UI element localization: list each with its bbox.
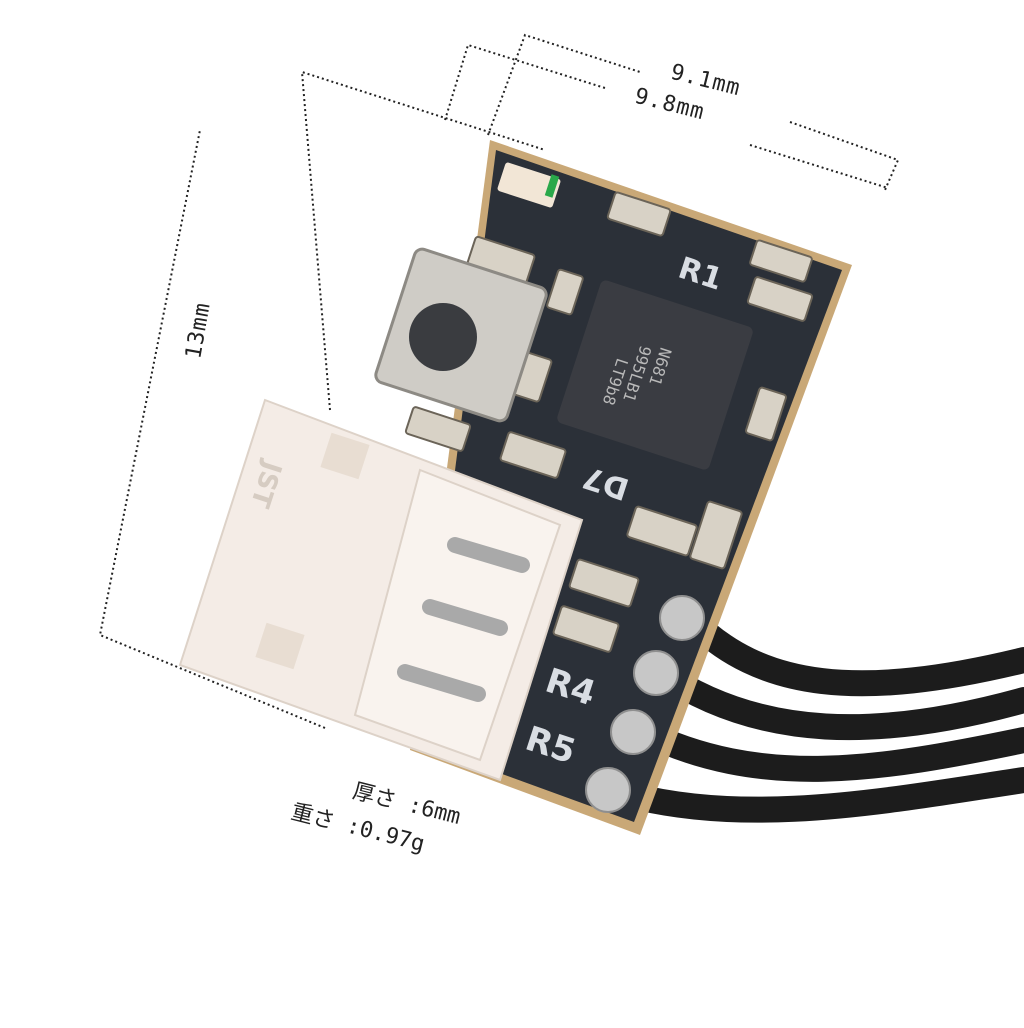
tactile-button xyxy=(374,247,548,423)
connector-pins xyxy=(397,537,530,702)
smd-components xyxy=(404,191,814,653)
ic-chip: N681 995LB1 LT9b8 xyxy=(557,280,753,470)
led xyxy=(497,162,561,208)
wires xyxy=(599,605,1024,823)
solder-pads xyxy=(585,595,705,813)
dimension-lines xyxy=(98,33,900,729)
